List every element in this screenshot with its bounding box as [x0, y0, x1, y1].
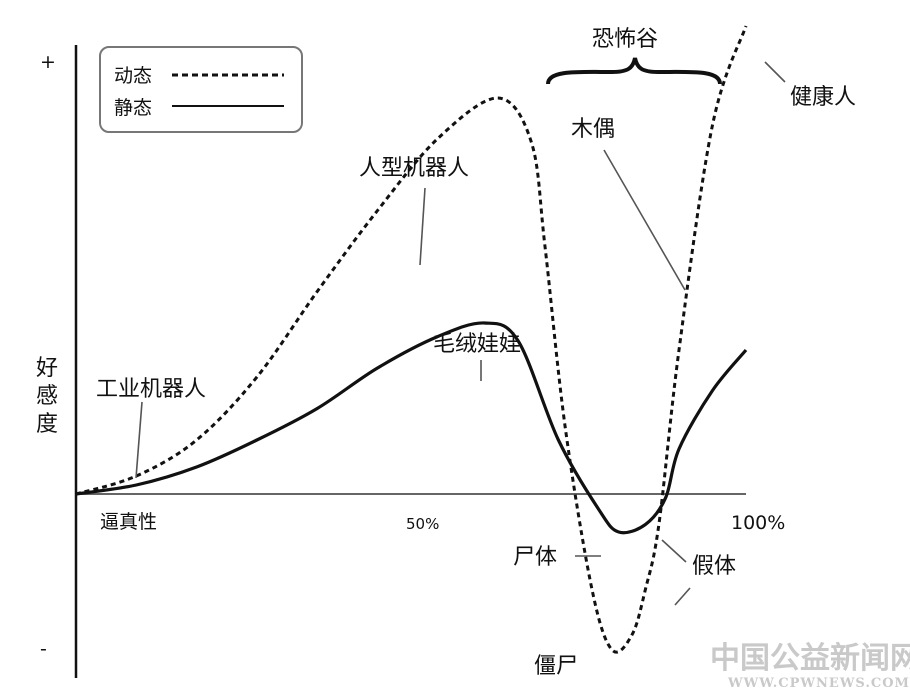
x-tick-100: 100%	[731, 512, 785, 534]
uncanny-valley-brace	[546, 57, 722, 85]
label-puppet: 木偶	[571, 117, 615, 142]
label-zombie: 僵尸	[534, 654, 578, 679]
label-uncanny-valley: 恐怖谷	[592, 27, 658, 52]
label-corpse: 尸体	[513, 545, 557, 570]
y-negative-label: -	[40, 638, 47, 660]
annotation-leaders	[135, 61, 786, 606]
y-axis-title-char: 度	[36, 412, 58, 437]
legend-label-dynamic: 动态	[114, 65, 152, 87]
watermark-en: WWW.CPWNEWS.COM	[727, 676, 910, 691]
watermark-cn: 中国公益新闻网	[710, 641, 910, 676]
y-positive-label: +	[40, 51, 56, 73]
legend-label-static: 静态	[114, 97, 152, 119]
leader-puppet	[603, 149, 686, 291]
x-tick-50: 50%	[406, 515, 439, 533]
y-axis-title-char: 好	[36, 356, 58, 381]
x-axis-title: 逼真性	[100, 511, 157, 533]
series-dynamic-line	[75, 25, 748, 654]
leader-humanoid-robot	[419, 187, 426, 266]
legend-box	[99, 46, 303, 133]
leader-prosthetic-1	[661, 539, 687, 563]
leader-healthy-person	[764, 61, 786, 83]
legend: 动态 静态	[99, 46, 303, 133]
label-healthy-person: 健康人	[790, 85, 856, 110]
series-static-line	[75, 321, 748, 535]
label-industrial-robot: 工业机器人	[96, 377, 206, 402]
y-axis-title: 好感度	[36, 356, 58, 437]
leader-industrial-robot	[135, 401, 143, 479]
label-prosthetic: 假体	[692, 554, 736, 579]
leader-prosthetic-2	[674, 587, 691, 606]
label-humanoid-robot: 人型机器人	[359, 156, 469, 181]
y-axis-title-char: 感	[36, 384, 58, 409]
label-stuffed-toy: 毛绒娃娃	[433, 332, 521, 357]
